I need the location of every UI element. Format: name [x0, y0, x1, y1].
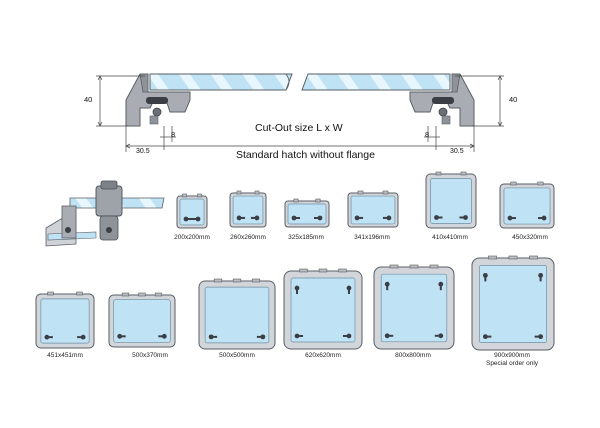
height-label-right: 40	[509, 95, 518, 104]
hatch-thumbnail	[425, 171, 477, 229]
hatch-thumbnail	[373, 264, 455, 350]
height-label-left: 40	[84, 95, 93, 104]
hatch-thumbnail	[499, 181, 555, 229]
hatch-label: 450x320mm	[512, 234, 548, 241]
hatch-note: Special order only	[485, 360, 539, 367]
hatch-label: 200x200mm	[174, 234, 210, 241]
flange-label-left: 8	[171, 130, 176, 139]
hatch-thumbnail	[471, 255, 555, 351]
hatch-gallery	[35, 171, 555, 351]
hatch-thumbnail	[176, 193, 208, 229]
hatch-thumbnail	[347, 190, 399, 228]
hatch-label: 620x620mm	[305, 352, 341, 359]
flange-label-right: 8	[425, 130, 430, 139]
mounting-detail	[45, 180, 165, 247]
offset-label-right: 30.5	[450, 148, 464, 155]
hatch-thumbnail	[229, 190, 267, 228]
profile-section	[96, 73, 504, 152]
hatch-label: 341x196mm	[354, 234, 390, 241]
hatch-thumbnail	[283, 268, 363, 350]
hatch-caption: Standard hatch without flange	[236, 149, 375, 161]
dimension-lines	[96, 75, 504, 152]
frame-profile-left	[125, 73, 191, 127]
hatch-label: 900x900mm	[494, 352, 530, 359]
glass-pane-left	[149, 73, 293, 91]
hatch-thumbnail	[198, 278, 276, 350]
hatch-label: 410x410mm	[432, 234, 468, 241]
hatch-thumbnail	[284, 198, 330, 228]
hatch-label: 500x370mm	[132, 352, 168, 359]
hatch-label: 260x260mm	[230, 234, 266, 241]
frame-profile-right	[409, 73, 475, 127]
offset-label-left: 30.5	[136, 148, 150, 155]
hatch-label: 500x500mm	[219, 352, 255, 359]
hatch-label: 451x451mm	[47, 352, 83, 359]
hatch-thumbnail	[108, 292, 176, 348]
glass-pane-right	[301, 73, 451, 91]
hatch-label: 325x185mm	[288, 234, 324, 241]
hatch-thumbnail	[35, 291, 95, 349]
cutout-size-label: Cut-Out size L x W	[255, 122, 343, 134]
hatch-label: 800x800mm	[395, 352, 431, 359]
